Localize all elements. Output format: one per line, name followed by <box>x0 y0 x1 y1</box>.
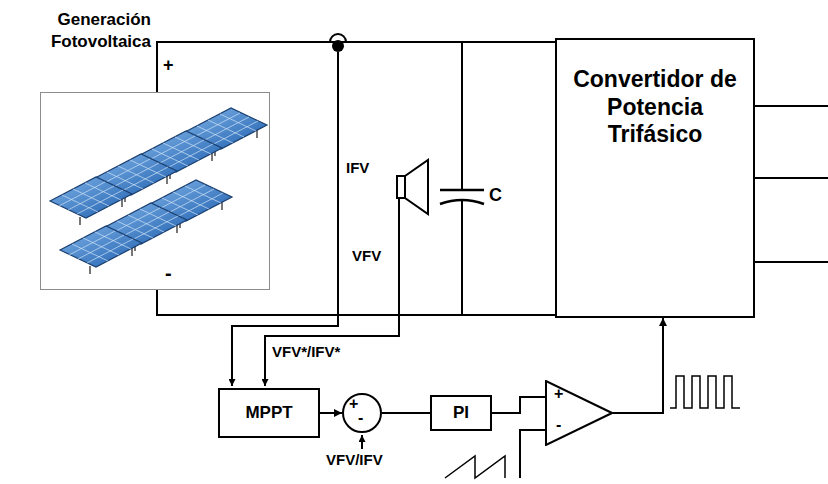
voltage-sensor-body <box>397 176 405 198</box>
wire-connector <box>157 42 555 92</box>
signal-label: IFV <box>346 160 369 177</box>
sign-label: - <box>358 410 363 426</box>
signal-label: VFV <box>352 248 381 265</box>
signal-label: + <box>163 56 174 76</box>
wire-connector <box>613 318 663 413</box>
carrier-wire <box>520 430 545 478</box>
signal-label: VFV/IFV <box>326 452 383 469</box>
summing-junction: +- <box>342 393 382 433</box>
wire-connector <box>382 412 430 414</box>
wire-connector <box>492 397 545 413</box>
converter-box: Convertidor de Potencia Trifásico <box>555 38 755 318</box>
pwm-signal <box>670 376 740 408</box>
wire-connector <box>157 290 555 315</box>
sign-label: + <box>554 386 563 402</box>
pi-box: PI <box>430 395 492 431</box>
signal-label: - <box>165 262 172 284</box>
block-label: MPPT <box>245 403 292 423</box>
capacitor-plate <box>440 189 484 192</box>
voltage-sensor-cone <box>405 160 428 214</box>
pv-panel <box>50 177 132 225</box>
pv-panel <box>60 226 142 274</box>
feedback-arrow <box>361 435 363 449</box>
sawtooth-carrier <box>445 456 505 478</box>
block-label: PI <box>453 403 469 423</box>
wire-connector <box>320 412 342 414</box>
three-phase-output <box>755 106 828 262</box>
sign-label: + <box>349 396 358 412</box>
comparator: +- <box>545 380 613 446</box>
pv-panels <box>50 108 267 274</box>
capacitor-lead <box>461 42 463 190</box>
signal-label: VFV*/IFV* <box>272 344 340 361</box>
converter-title: Convertidor de Potencia Trifásico <box>571 66 739 149</box>
signal-label: C <box>489 186 502 206</box>
array-heading: Generación Fotovoltaica <box>1 9 151 53</box>
voltage-signal-wire <box>265 198 399 386</box>
pv-array: Generación Fotovoltaica <box>40 92 270 290</box>
sign-label: - <box>556 417 561 433</box>
mppt-box: MPPT <box>218 388 320 438</box>
capacitor-lead <box>461 200 463 315</box>
